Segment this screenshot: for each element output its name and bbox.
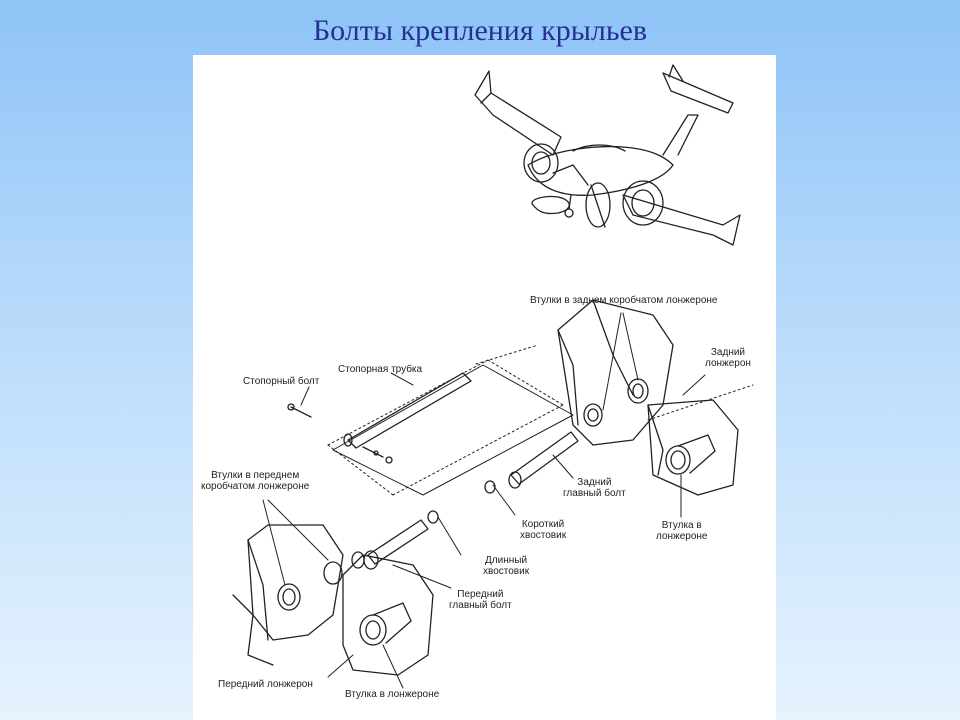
callout-short-shank: Короткий хвостовик xyxy=(520,519,567,541)
reference-plane-lines xyxy=(327,344,754,496)
main-bolts xyxy=(351,431,579,570)
callout-rear-spar: Задний лонжерон xyxy=(705,347,751,369)
callout-rear-main-bolt: Задний главный болт xyxy=(563,477,626,499)
callout-front-main-bolt: Передний главный болт xyxy=(449,589,512,611)
callout-front-spar: Передний лонжерон xyxy=(218,679,313,690)
diagram-panel: Втулки в заднем коробчатом лонжероне Зад… xyxy=(193,55,776,720)
wing-bolts-drawing xyxy=(232,64,754,689)
callout-spar-bushing-right: Втулка в лонжероне xyxy=(656,520,708,542)
lock-pipe-assembly xyxy=(287,364,574,496)
callout-front-box-bushings: Втулки в переднем коробчатом лонжероне xyxy=(201,470,310,492)
leader-lines xyxy=(262,312,706,689)
callout-lock-pipe: Стопорная трубка xyxy=(338,364,423,375)
callout-rear-box-bushings: Втулки в заднем коробчатом лонжероне xyxy=(530,295,718,306)
front-spar-blocks xyxy=(232,524,434,676)
callout-long-shank: Длинный хвостовик xyxy=(483,555,530,577)
slide-title: Болты крепления крыльев xyxy=(312,14,648,47)
callout-spar-bushing-bottom: Втулка в лонжероне xyxy=(345,689,440,700)
rear-spar-blocks xyxy=(557,299,739,496)
aircraft-illustration xyxy=(474,64,741,246)
callout-lock-bolt: Стопорный болт xyxy=(243,376,320,387)
